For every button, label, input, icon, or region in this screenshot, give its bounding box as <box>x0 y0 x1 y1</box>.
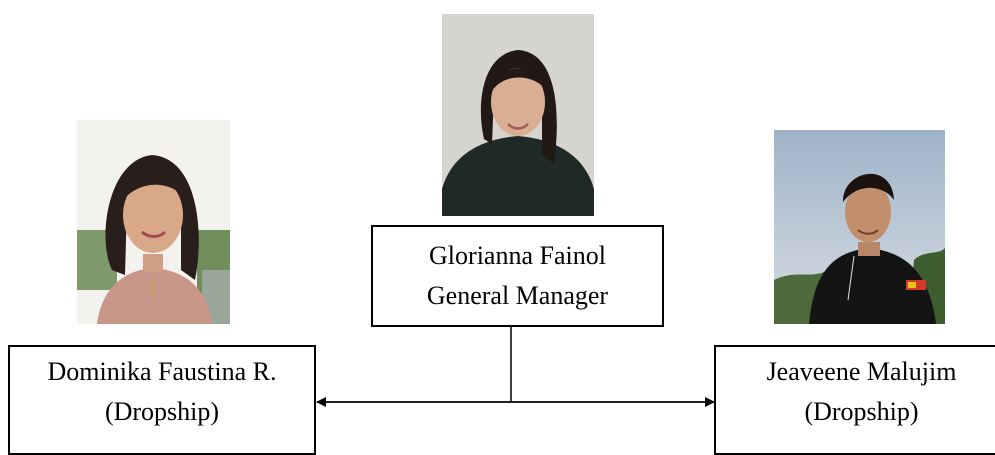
glorianna-photo <box>442 14 594 216</box>
right-member-name: Jeaveene Malujim <box>766 357 957 386</box>
manager-box: Glorianna Fainol General Manager <box>371 225 664 327</box>
left-member-role: (Dropship) <box>104 397 220 426</box>
manager-role: General Manager <box>426 281 609 310</box>
org-chart: Glorianna Fainol General Manager Dominik… <box>8 14 995 455</box>
left-member-box: Dominika Faustina R. (Dropship) <box>8 345 316 455</box>
jeaveene-photo <box>774 130 945 324</box>
left-member-name: Dominika Faustina R. <box>47 357 277 386</box>
dominika-photo <box>77 120 230 324</box>
manager-name: Glorianna Fainol <box>429 241 606 270</box>
right-member-box: Jeaveene Malujim (Dropship) <box>714 345 995 455</box>
right-member-role: (Dropship) <box>804 397 919 426</box>
